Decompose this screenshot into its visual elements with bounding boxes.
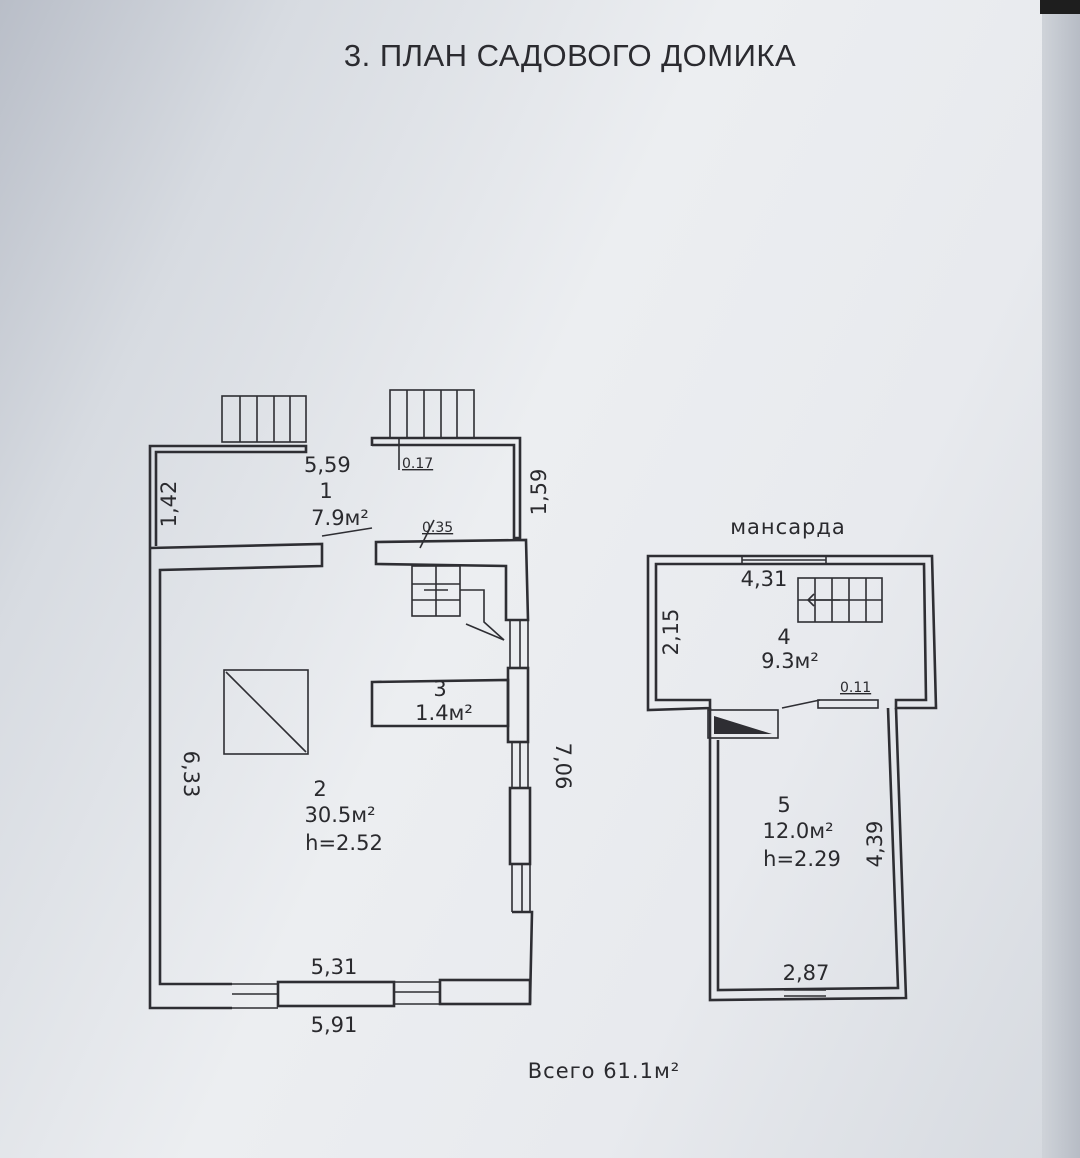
wall-thickness-035: 0.35 bbox=[422, 520, 453, 536]
wall-mark-line bbox=[419, 519, 435, 549]
main-house-walls bbox=[148, 538, 534, 1010]
room5-number: 5 bbox=[777, 793, 790, 817]
attic-label: мансарда bbox=[730, 515, 846, 539]
attic-staircase bbox=[797, 577, 883, 623]
room4-depth-dimension: 2,15 bbox=[659, 609, 683, 656]
room1-width-dimension: 5,59 bbox=[304, 453, 351, 477]
attic-plan: мансарда 4,31 2,15 bbox=[646, 515, 938, 1002]
room2-height: h=2.52 bbox=[305, 831, 383, 855]
room1-left-depth-dimension: 1,42 bbox=[157, 481, 181, 528]
background-corner bbox=[1040, 0, 1080, 14]
room5-area: 12.0м² bbox=[762, 819, 833, 843]
total-area: Всего 61.1м² bbox=[528, 1059, 680, 1083]
room5-depth-dimension: 4,39 bbox=[863, 821, 887, 868]
room5-height: h=2.29 bbox=[763, 847, 841, 871]
door-swing-entry bbox=[321, 527, 373, 537]
stove-icon bbox=[223, 669, 309, 755]
attic-door-swing bbox=[781, 699, 821, 709]
room2-number: 2 bbox=[313, 777, 326, 801]
room2-depth-dimension: 6,33 bbox=[179, 751, 203, 798]
room2-outer-width-dimension: 5,91 bbox=[311, 1013, 358, 1037]
room1-right-depth-dimension: 1,59 bbox=[527, 469, 551, 516]
room2-inner-width-dimension: 5,31 bbox=[311, 955, 358, 979]
room2-outer-depth-dimension: 7,06 bbox=[551, 743, 575, 790]
room2-area: 30.5м² bbox=[304, 803, 375, 827]
ground-floor-plan: 5,59 0.17 1,42 1,59 1 7.9м² 0.35 3 1.4м²… bbox=[148, 389, 575, 1037]
room4-area: 9.3м² bbox=[761, 649, 819, 673]
left-porch-steps bbox=[221, 395, 307, 443]
ground-staircase bbox=[411, 565, 505, 641]
attic-hatch-icon bbox=[707, 709, 779, 739]
right-porch-steps bbox=[389, 389, 475, 439]
veranda-walls bbox=[148, 436, 522, 548]
room4-number: 4 bbox=[777, 625, 790, 649]
wall-thickness-017: 0.17 bbox=[402, 456, 433, 472]
attic-wall-thickness-011: 0.11 bbox=[840, 680, 871, 696]
room5-width-dimension: 2,87 bbox=[783, 961, 830, 985]
room3-number: 3 bbox=[433, 677, 446, 701]
plan-title: 3. ПЛАН САДОВОГО ДОМИКА bbox=[344, 38, 796, 73]
paper-edge bbox=[1042, 0, 1080, 1158]
room4-width-dimension: 4,31 bbox=[741, 567, 788, 591]
closet-outline bbox=[370, 678, 510, 728]
room3-area: 1.4м² bbox=[415, 701, 473, 725]
room1-number: 1 bbox=[319, 479, 332, 503]
room1-area: 7.9м² bbox=[311, 506, 369, 530]
